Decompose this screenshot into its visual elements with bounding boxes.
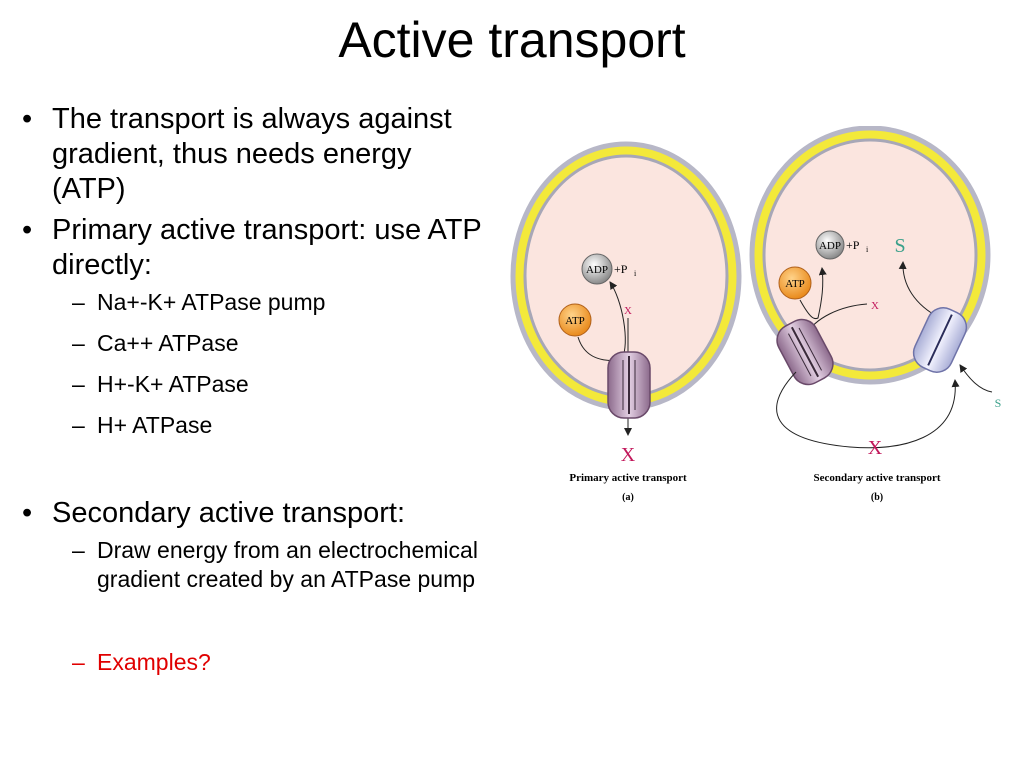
cotransporter-protein bbox=[912, 307, 968, 373]
sub-bullet-text: H+-K+ ATPase bbox=[97, 371, 249, 397]
sub-bullet: –H+ ATPase bbox=[72, 412, 213, 438]
sub-bullet: –Ca++ ATPase bbox=[72, 330, 239, 356]
bullet-primary-text: Primary active transport: use ATP direct… bbox=[52, 214, 482, 281]
sub-bullet-examples-text: Examples? bbox=[97, 649, 211, 675]
bullet-list: •The transport is always against gradien… bbox=[22, 102, 492, 677]
secondary-cell-interior bbox=[762, 138, 978, 372]
secondary-letter: (b) bbox=[871, 492, 883, 503]
bullet-secondary: •Secondary active transport: bbox=[22, 497, 406, 529]
bullet-secondary-text: Secondary active transport: bbox=[52, 497, 406, 529]
atp-label: ATP bbox=[565, 315, 585, 327]
pi-label: +P bbox=[614, 262, 628, 276]
secondary-transport-panel: ADP +P i S ATP X S X Secondary active tr… bbox=[749, 126, 1002, 503]
bullet-primary: •Primary active transport: use ATP direc… bbox=[22, 214, 482, 281]
x-inside-label: X bbox=[624, 305, 632, 317]
atp-hydrolysis-arrow bbox=[799, 267, 827, 320]
x-outside-label: X bbox=[868, 437, 883, 459]
atp-label: ATP bbox=[785, 278, 805, 290]
x-outside-label: X bbox=[621, 444, 636, 466]
sub-bullet-text: Ca++ ATPase bbox=[97, 330, 239, 356]
s-inside-label: S bbox=[894, 235, 905, 257]
primary-caption: Primary active transport bbox=[569, 472, 687, 484]
pi-subscript: i bbox=[866, 245, 869, 254]
sub-bullet-text: Na+-K+ ATPase pump bbox=[97, 289, 326, 315]
atpase-pump-protein bbox=[776, 318, 834, 386]
sub-bullet: –Draw energy from an electrochemical gra… bbox=[72, 537, 478, 592]
transport-figure: ADP +P i ATP X X Primary active transpor… bbox=[510, 126, 1002, 503]
bullet-energy-text: The transport is always against gradient… bbox=[52, 103, 452, 205]
sub-bullet: –H+-K+ ATPase bbox=[72, 371, 249, 397]
atp-molecule: ATP bbox=[558, 303, 592, 337]
atp-molecule: ATP bbox=[778, 266, 812, 300]
pi-subscript: i bbox=[634, 269, 637, 278]
adp-molecule: ADP bbox=[581, 253, 613, 285]
primary-letter: (a) bbox=[622, 492, 634, 503]
secondary-caption: Secondary active transport bbox=[813, 472, 940, 484]
bullet-energy: •The transport is always against gradien… bbox=[22, 103, 452, 205]
primary-transport-panel: ADP +P i ATP X X Primary active transpor… bbox=[510, 141, 742, 503]
sub-bullet-text: Draw energy from an electrochemical grad… bbox=[97, 537, 478, 592]
adp-label: ADP bbox=[819, 240, 841, 252]
s-outside-label: S bbox=[995, 396, 1002, 410]
x-gradient-loop-arrow bbox=[776, 371, 960, 449]
sub-bullet: –Na+-K+ ATPase pump bbox=[72, 289, 326, 315]
adp-label: ADP bbox=[586, 264, 608, 276]
sub-bullet-examples: –Examples? bbox=[72, 649, 211, 675]
x-inside-label: X bbox=[871, 300, 879, 312]
pi-label: +P bbox=[846, 238, 860, 252]
slide-title: Active transport bbox=[338, 12, 686, 68]
sub-bullet-text: H+ ATPase bbox=[97, 412, 213, 438]
primary-pump-protein bbox=[607, 351, 651, 419]
s-entry-arrow bbox=[959, 364, 993, 393]
adp-molecule: ADP bbox=[815, 230, 845, 260]
